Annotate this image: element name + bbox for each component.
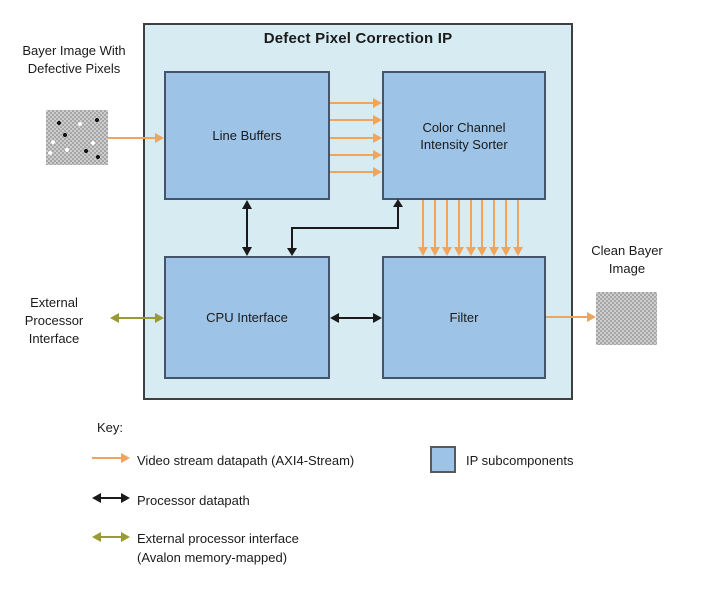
block-filter-label: Filter	[449, 310, 479, 325]
external-processor-label: External Processor Interface	[24, 295, 84, 346]
legend-video-stream-arrow-icon	[92, 453, 130, 463]
bayer-to-line-buffers-arrow	[108, 133, 164, 143]
diagram-title: Defect Pixel Correction IP	[263, 30, 453, 47]
line-buffers-to-cpu-arrow	[242, 200, 252, 256]
block-filter: Filter	[382, 256, 546, 379]
cpu-sorter-connector-segment	[397, 206, 399, 229]
cpu-sorter-connector-arrowhead-up	[393, 199, 403, 207]
legend-video-stream-label: Video stream datapath (AXI4-Stream)	[137, 453, 355, 468]
cpu-sorter-connector-segment	[291, 229, 293, 249]
stream-lane-arrow	[418, 200, 428, 256]
stream-lane-arrow	[330, 167, 382, 177]
stream-lane-arrow	[330, 149, 382, 160]
legend-processor-arrow-icon	[92, 493, 130, 503]
block-cpu-label: CPU Interface	[206, 310, 288, 325]
external-interface-arrow	[110, 313, 164, 323]
stream-fan-horizontal	[330, 98, 382, 177]
stream-lane-arrow	[330, 98, 382, 108]
bayer-image-thumbnail	[46, 110, 108, 165]
stream-lane-arrow	[489, 200, 500, 256]
block-color-channel-intensity-sorter: Color Channel Intensity Sorter	[382, 71, 546, 200]
block-line-buffers: Line Buffers	[164, 71, 330, 200]
stream-lane-arrow	[501, 200, 512, 256]
stream-lane-arrow	[330, 132, 382, 143]
filter-to-clean-image-arrow	[546, 312, 596, 322]
legend-external-label-line1: External processor interface	[137, 531, 299, 546]
stream-lane-arrow	[429, 200, 440, 256]
stream-lane-arrow	[330, 115, 382, 126]
clean-output-label: Clean Bayer Image	[591, 243, 663, 276]
key-title: Key:	[97, 420, 124, 435]
clean-bayer-image-thumbnail	[596, 292, 657, 345]
block-sorter-label: Color Channel Intensity Sorter	[420, 119, 508, 152]
stream-lane-arrow	[453, 200, 464, 256]
legend-external-label-line2: (Avalon memory-mapped)	[137, 550, 288, 565]
block-line-buffers-label: Line Buffers	[212, 128, 282, 143]
stream-lane-arrow	[441, 200, 452, 256]
stream-lane-arrow	[465, 200, 476, 256]
block-cpu-interface: CPU Interface	[164, 256, 330, 379]
stream-fan-vertical	[418, 200, 523, 256]
bayer-input-label: Bayer Image With Defective Pixels	[22, 43, 126, 76]
legend-subcomponent-swatch-icon	[430, 446, 456, 473]
legend-external-label: External processor interface (Avalon mem…	[137, 529, 299, 567]
stream-lane-arrow	[513, 200, 523, 256]
cpu-sorter-connector-segment	[291, 227, 399, 229]
legend-processor-label: Processor datapath	[137, 493, 250, 508]
legend-external-arrow-icon	[92, 532, 130, 542]
legend-subcomponent-label: IP subcomponents	[466, 453, 574, 468]
cpu-sorter-connector-arrowhead-down	[287, 248, 297, 256]
cpu-to-filter-arrow	[330, 313, 382, 323]
defective-pixels-overlay	[46, 110, 108, 165]
stream-lane-arrow	[477, 200, 488, 256]
